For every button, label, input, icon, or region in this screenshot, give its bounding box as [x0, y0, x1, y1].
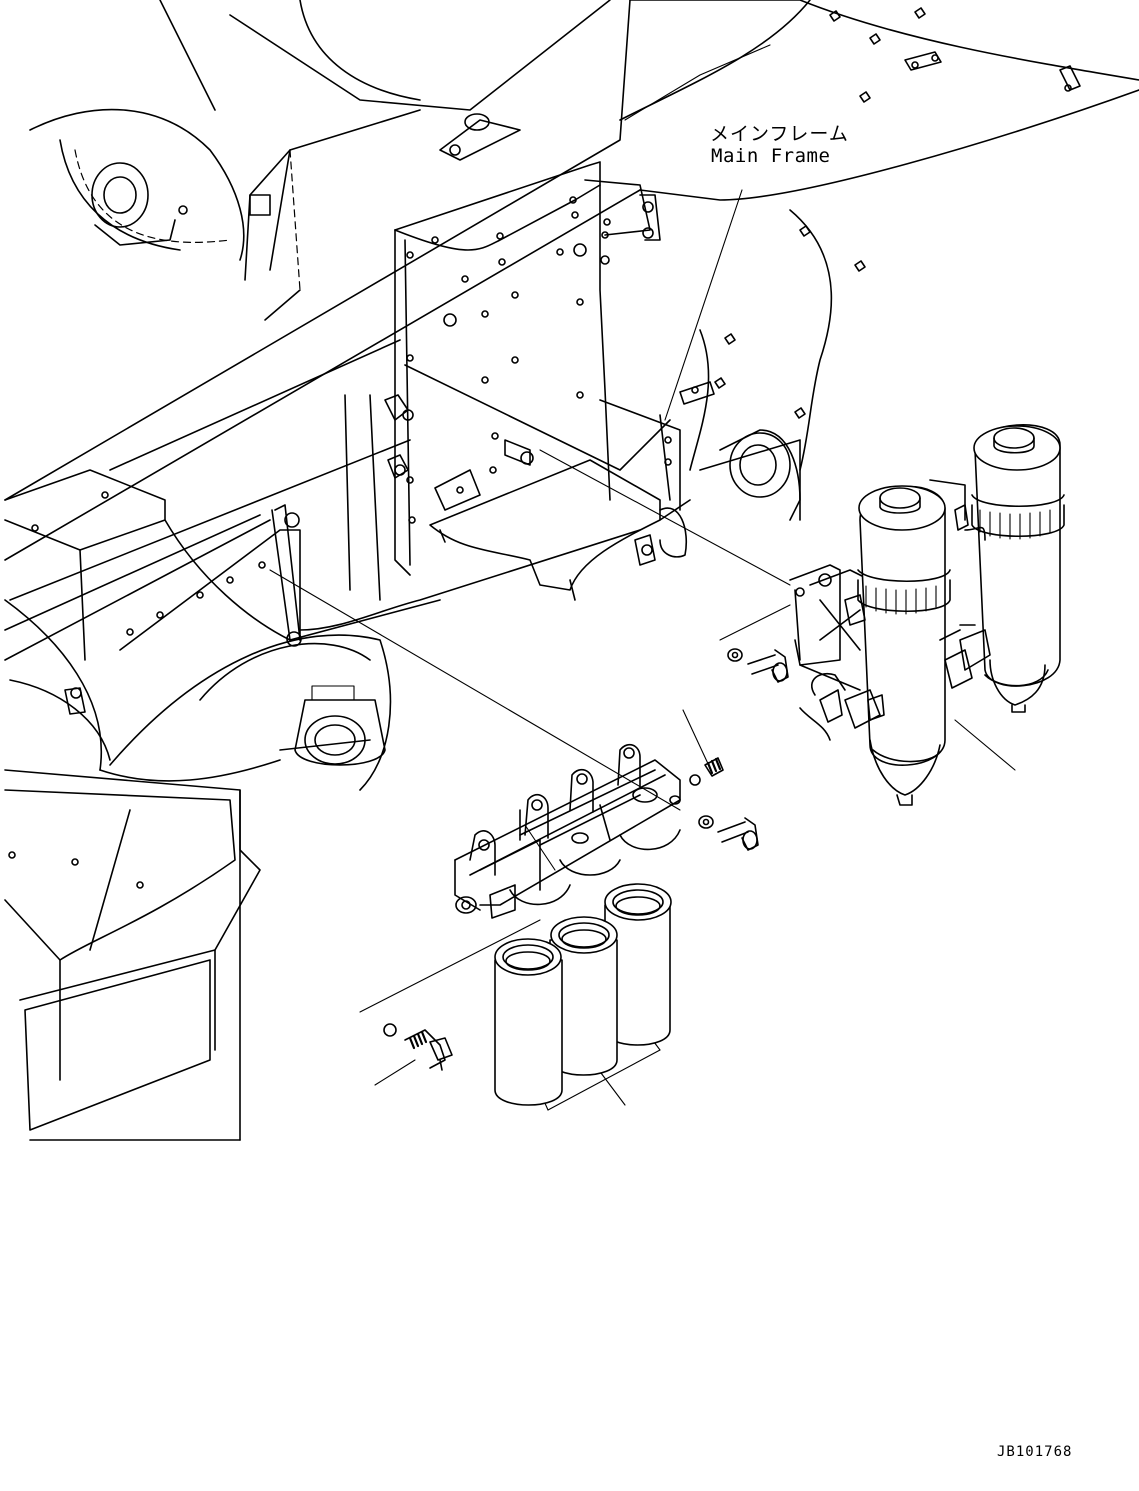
filter-head — [454, 743, 681, 919]
main-frame-label-jp: メインフレーム — [710, 123, 849, 145]
filter-elements — [494, 883, 672, 1106]
main-frame — [4, 0, 1139, 791]
fuel-prefilter-assembly — [789, 424, 1065, 806]
leader-lines — [269, 189, 1016, 1111]
side-bracket — [126, 504, 302, 647]
mounting-plate — [384, 161, 691, 601]
main-frame-label-en: Main Frame — [711, 145, 831, 167]
drawing-number: JB101768 — [997, 1444, 1073, 1460]
hardware — [383, 648, 789, 1071]
cover-panel — [4, 769, 261, 1141]
